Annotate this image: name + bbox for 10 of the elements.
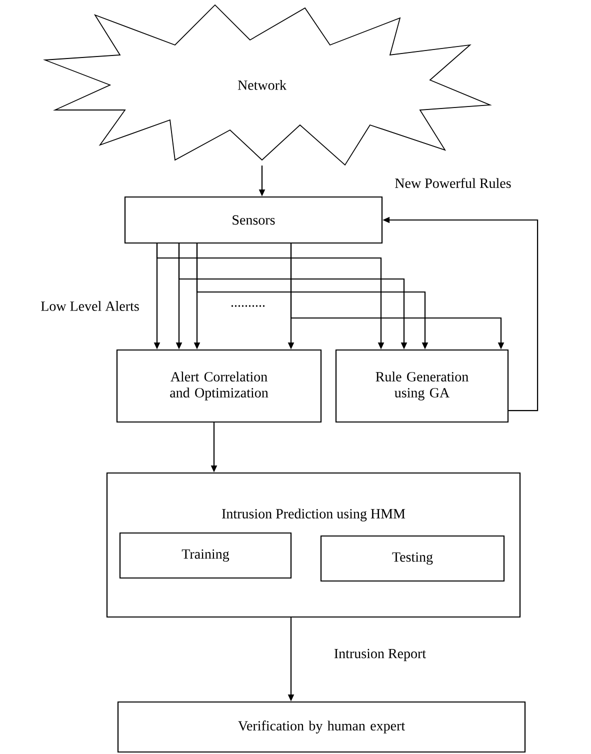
process-box: Training	[119, 532, 292, 579]
process-box: Rule Generation using GA	[335, 349, 509, 423]
edge-label: Intrusion Report	[332, 648, 428, 662]
sensor-box: Sensors	[124, 196, 383, 244]
annotation-label: Low Level Alerts	[41, 301, 139, 311]
edge-label: New Powerful Rules	[394, 177, 512, 189]
process-box: Alert Correlation and Optimization	[116, 349, 322, 423]
verification-box: Verification by human expert	[117, 701, 526, 753]
process-box: Testing	[320, 535, 505, 582]
ellipsis-dots: ..........	[231, 305, 265, 307]
